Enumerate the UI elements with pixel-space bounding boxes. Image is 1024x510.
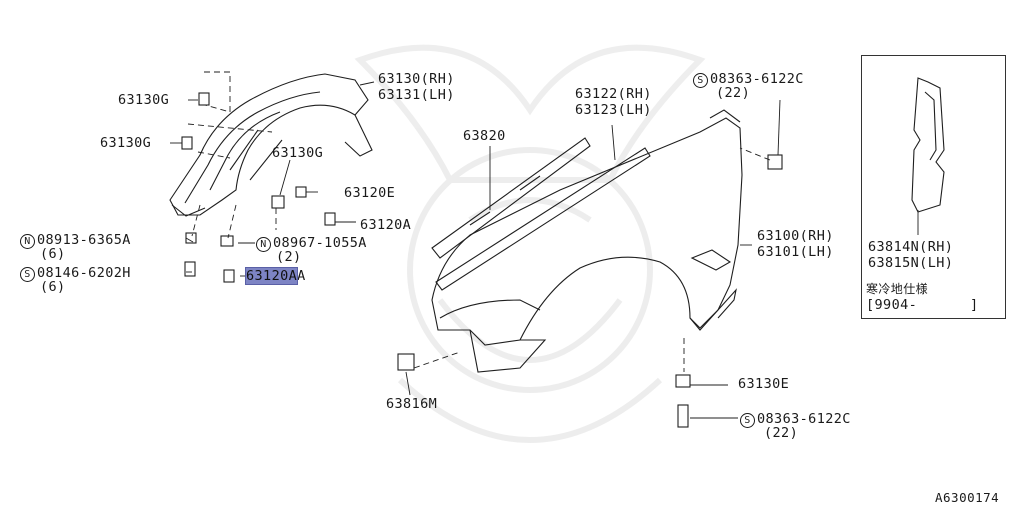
part-label-63122-rh[interactable]: 63122(RH) (575, 86, 652, 102)
watermark-emblem (354, 44, 706, 443)
cold-region-spec-inset (861, 55, 1006, 319)
guide-lines (187, 71, 771, 372)
fastener-code: 08913-6365A (37, 232, 131, 248)
fastener-code: 08363-6122C (710, 71, 804, 87)
part-label-63123-lh[interactable]: 63123(LH) (575, 102, 652, 118)
fender-liner (169, 73, 373, 217)
fastener-qty: (2) (276, 249, 302, 265)
part-label-63815n-lh[interactable]: 63815N(LH) (868, 255, 954, 271)
part-label-63814n-rh[interactable]: 63814N(RH) (868, 239, 954, 255)
s-symbol-icon: S (740, 413, 755, 428)
part-label-63130g[interactable]: 63130G (100, 135, 152, 151)
s-symbol-icon: S (20, 267, 35, 282)
part-label-63130-rh[interactable]: 63130(RH) (378, 71, 455, 87)
spec-range-end: ] (970, 297, 979, 313)
part-label-63120a-highlighted[interactable]: 63120AA (244, 267, 306, 285)
part-label-63101-lh[interactable]: 63101(LH) (757, 244, 834, 260)
n-symbol-icon: N (20, 234, 35, 249)
fastener-code: 08967-1055A (273, 235, 367, 251)
s-symbol-icon: S (693, 73, 708, 88)
part-suffix: A (297, 268, 306, 284)
part-label-63130g[interactable]: 63130G (272, 145, 324, 161)
fastener-code: 08146-6202H (37, 265, 131, 281)
fastener-qty: (22) (716, 85, 751, 101)
part-label-63130g[interactable]: 63130G (118, 92, 170, 108)
spec-label: 寒冷地仕様 (866, 282, 929, 296)
highlighted-part-number[interactable]: 63120A (244, 267, 299, 285)
part-label-63816m[interactable]: 63816M (386, 396, 438, 412)
fastener-code: 08363-6122C (757, 411, 851, 427)
part-label-63131-lh[interactable]: 63131(LH) (378, 87, 455, 103)
fastener-icons (181, 92, 783, 428)
leader-lines (170, 81, 919, 419)
part-label-63820[interactable]: 63820 (463, 128, 506, 144)
fastener-qty: (22) (764, 425, 799, 441)
n-symbol-icon: N (256, 237, 271, 252)
fastener-qty: (6) (40, 246, 66, 262)
part-label-63120a[interactable]: 63120A (360, 217, 412, 233)
part-label-63100-rh[interactable]: 63100(RH) (757, 228, 834, 244)
diagram-code: A6300174 (935, 490, 1000, 505)
fastener-qty: (6) (40, 279, 66, 295)
part-label-63130e[interactable]: 63130E (738, 376, 790, 392)
spec-range-start: [9904- (866, 297, 918, 313)
fender-protector (911, 77, 945, 213)
fender-seals (431, 137, 651, 291)
part-label-63120e[interactable]: 63120E (344, 185, 396, 201)
